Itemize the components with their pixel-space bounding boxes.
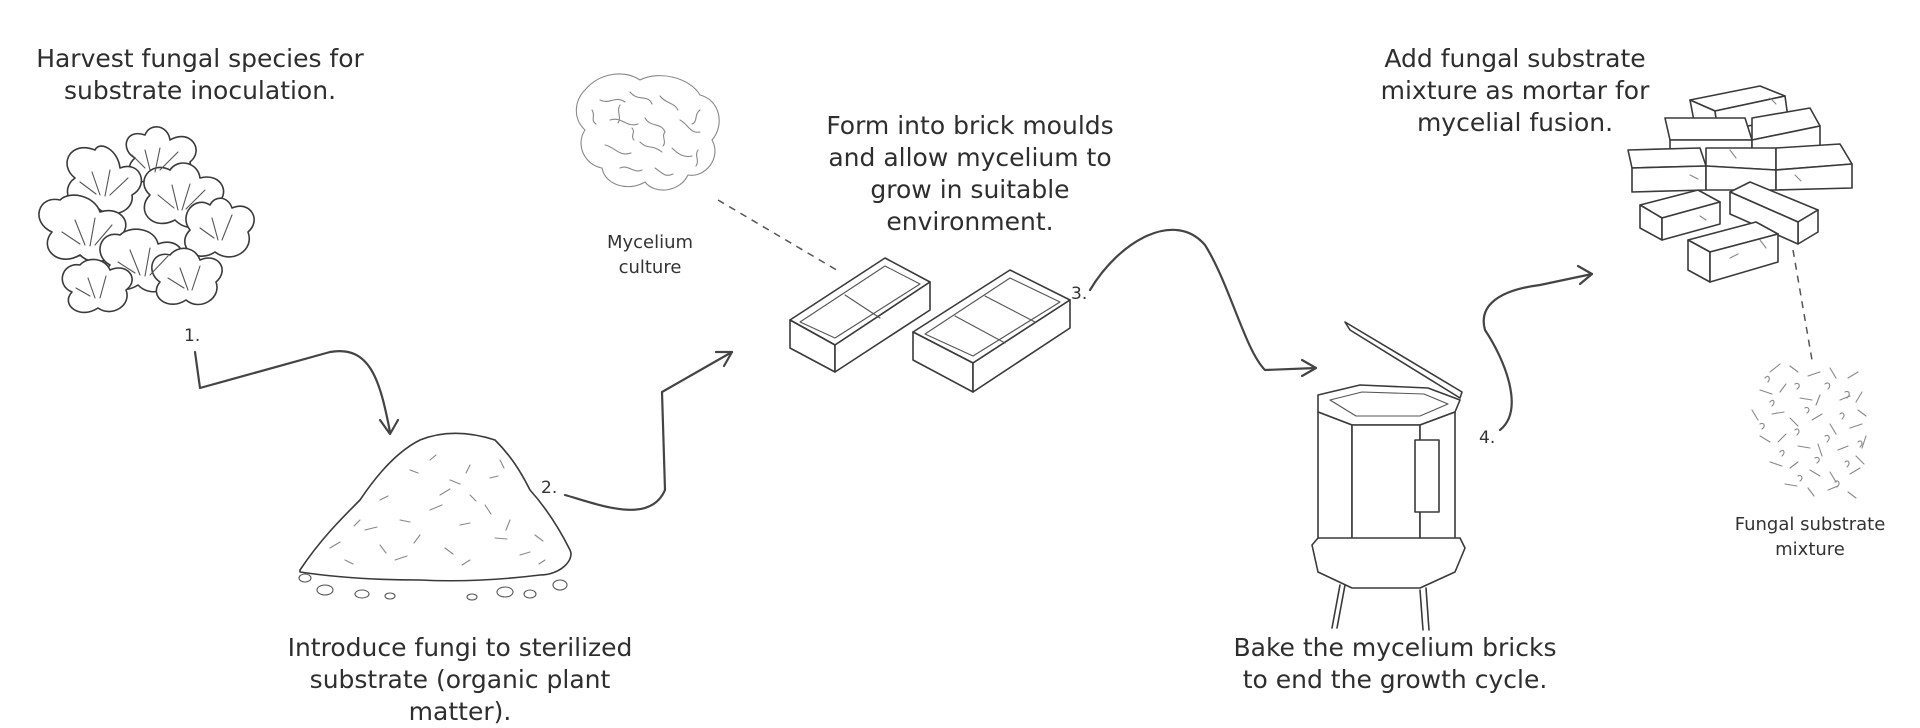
substrate-pile-icon — [298, 432, 572, 601]
fungal-substrate-mixture-icon — [1751, 363, 1867, 499]
mycelium-culture-icon — [575, 73, 720, 191]
fungal-substrate-mixture-label: Fungal substrate mixture — [1734, 514, 1886, 560]
arrow-4-icon — [1482, 264, 1594, 432]
arrow-2-icon — [563, 350, 734, 511]
oyster-mushroom-cluster-icon — [38, 126, 255, 314]
arrow-1-icon — [193, 350, 400, 436]
step-2-caption: Introduce fungi to sterilized substrate … — [287, 633, 633, 726]
kiln-oven-icon — [1311, 321, 1466, 631]
culture-to-mould-connector — [717, 199, 841, 273]
step-5-caption: Add fungal substrate mixture as mortar f… — [1380, 44, 1650, 137]
arrow-3-icon — [1088, 228, 1318, 378]
step-2-number: 2. — [541, 478, 558, 498]
step-4-number: 4. — [1479, 428, 1496, 448]
step-1-caption: Harvest fungal species for substrate ino… — [36, 44, 364, 105]
step-3-caption: Form into brick moulds and allow myceliu… — [826, 111, 1114, 236]
mycelium-culture-label: Mycelium culture — [606, 232, 694, 278]
bricks-to-mixture-connector — [1792, 249, 1813, 361]
step-4-caption: Bake the mycelium bricks to end the grow… — [1233, 633, 1557, 694]
step-3-number: 3. — [1071, 284, 1088, 304]
step-1-number: 1. — [184, 326, 201, 346]
brick-moulds-icon — [789, 257, 1071, 393]
stacked-bricks-icon — [1627, 85, 1853, 283]
